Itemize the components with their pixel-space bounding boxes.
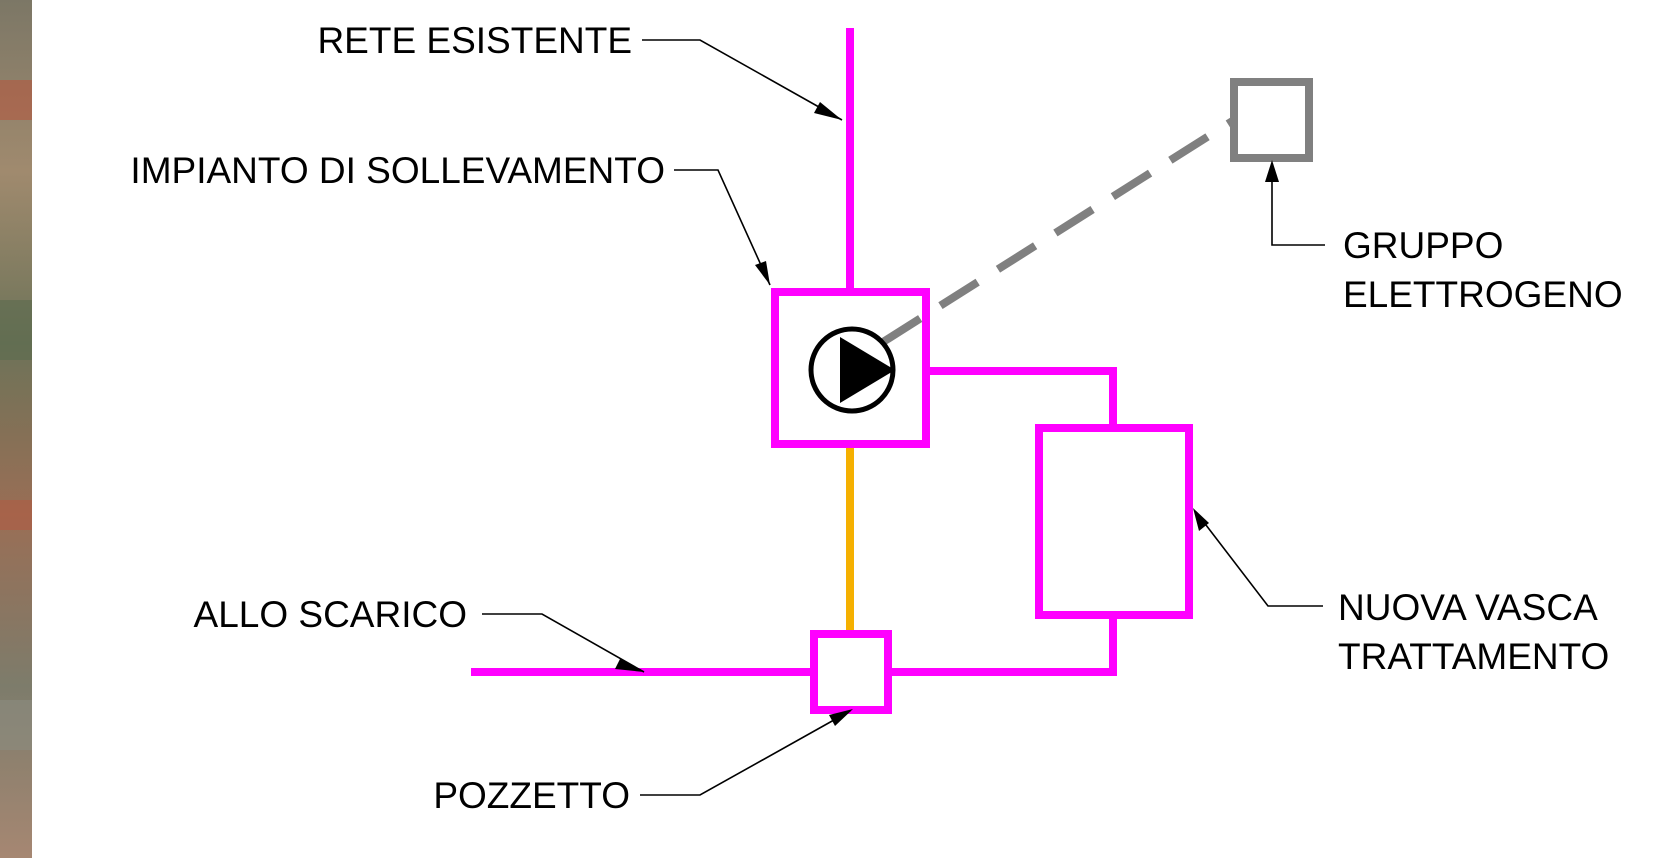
- leader-gruppo: [1271, 165, 1325, 246]
- label-rete-esistente: RETE ESISTENTE: [317, 20, 632, 61]
- leader-nuova-vasca: [1195, 511, 1323, 607]
- leader-lines: [482, 39, 1325, 796]
- arrowheads: [615, 102, 1279, 726]
- pump-symbol-icon: [808, 326, 896, 414]
- label-nuova-vasca: NUOVA VASCA: [1338, 587, 1598, 628]
- leader-pozzetto: [640, 710, 851, 796]
- label-impianto-sollevamento: IMPIANTO DI SOLLEVAMENTO: [130, 150, 665, 191]
- impianto-sollevamento-box: [771, 288, 930, 448]
- leader-impianto: [674, 169, 771, 286]
- generator-box-icon: [1230, 78, 1313, 162]
- leader-rete-esistente: [642, 39, 843, 121]
- label-trattamento: TRATTAMENTO: [1338, 636, 1609, 677]
- leader-allo-scarico: [482, 613, 645, 673]
- label-elettrogeno: ELETTROGENO: [1343, 274, 1623, 315]
- pozzetto-box: [810, 630, 892, 714]
- pipe-network: [471, 28, 1117, 676]
- label-gruppo: GRUPPO: [1343, 225, 1503, 266]
- nuova-vasca-box: [1035, 424, 1193, 619]
- label-allo-scarico: ALLO SCARICO: [194, 594, 467, 635]
- label-pozzetto: POZZETTO: [433, 775, 630, 816]
- power-line-dashed: [880, 116, 1237, 346]
